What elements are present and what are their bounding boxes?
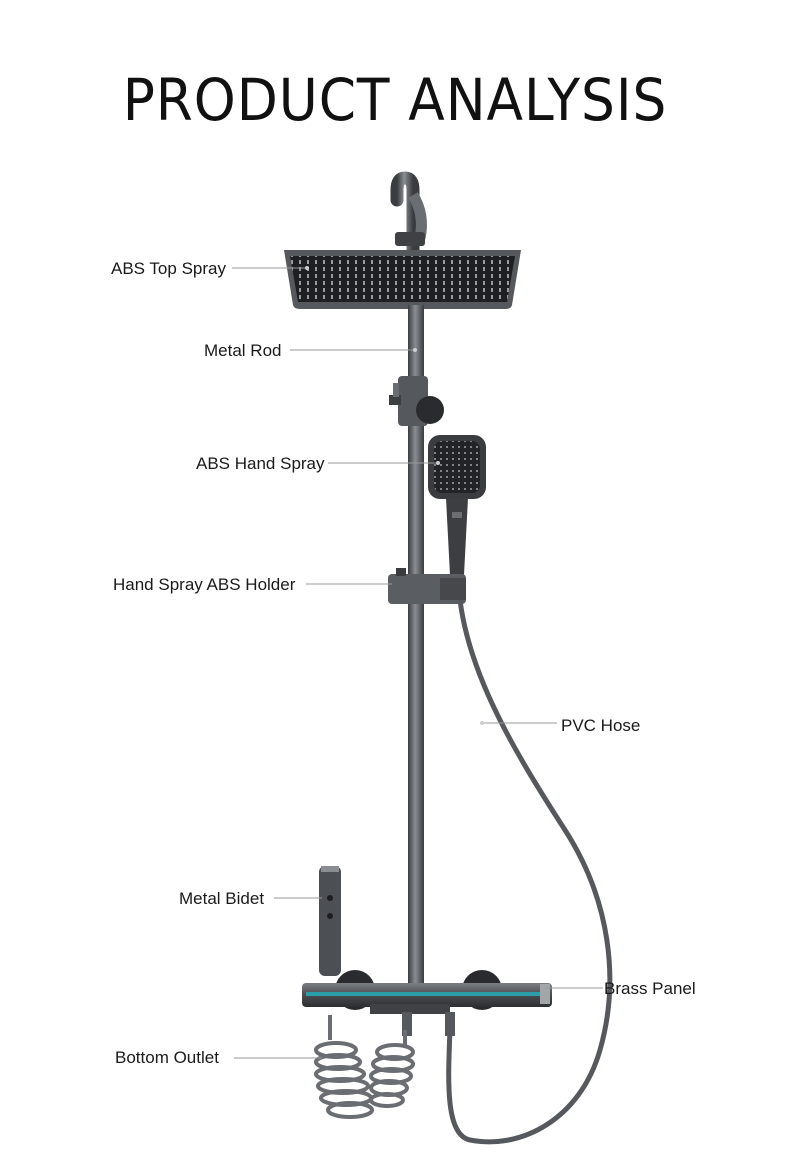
- hand-spray-holder: [388, 568, 466, 604]
- callout-bottom-outlet: Bottom Outlet: [115, 1048, 322, 1067]
- label-abs-hand-spray: ABS Hand Spray: [196, 454, 325, 473]
- label-brass-panel: Brass Panel: [604, 979, 696, 998]
- brass-panel: [302, 983, 552, 1036]
- metal-rod: [408, 305, 424, 990]
- top-spray-head: [284, 250, 521, 309]
- label-pvc-hose: PVC Hose: [561, 716, 640, 735]
- callout-metal-bidet: Metal Bidet: [179, 889, 322, 908]
- label-metal-rod: Metal Rod: [204, 341, 281, 360]
- label-hand-spray-holder: Hand Spray ABS Holder: [113, 575, 296, 594]
- page-title: PRODUCT ANALYSIS: [122, 66, 668, 134]
- label-abs-top-spray: ABS Top Spray: [111, 259, 226, 278]
- label-bottom-outlet: Bottom Outlet: [115, 1048, 219, 1067]
- callout-abs-hand-spray: ABS Hand Spray: [196, 454, 440, 473]
- label-metal-bidet: Metal Bidet: [179, 889, 264, 908]
- callout-brass-panel: Brass Panel: [545, 979, 696, 998]
- callout-pvc-hose: PVC Hose: [480, 716, 640, 735]
- bottom-outlet-coil: [314, 1015, 415, 1119]
- callout-hand-spray-holder: Hand Spray ABS Holder: [113, 575, 392, 594]
- hand-spray: [428, 435, 486, 575]
- shower-arm: [390, 171, 427, 257]
- pvc-hose: [446, 599, 613, 1145]
- callout-abs-top-spray: ABS Top Spray: [111, 259, 309, 278]
- metal-bidet: [319, 866, 341, 976]
- callout-metal-rod: Metal Rod: [204, 341, 417, 360]
- rod-diverter: [389, 376, 444, 426]
